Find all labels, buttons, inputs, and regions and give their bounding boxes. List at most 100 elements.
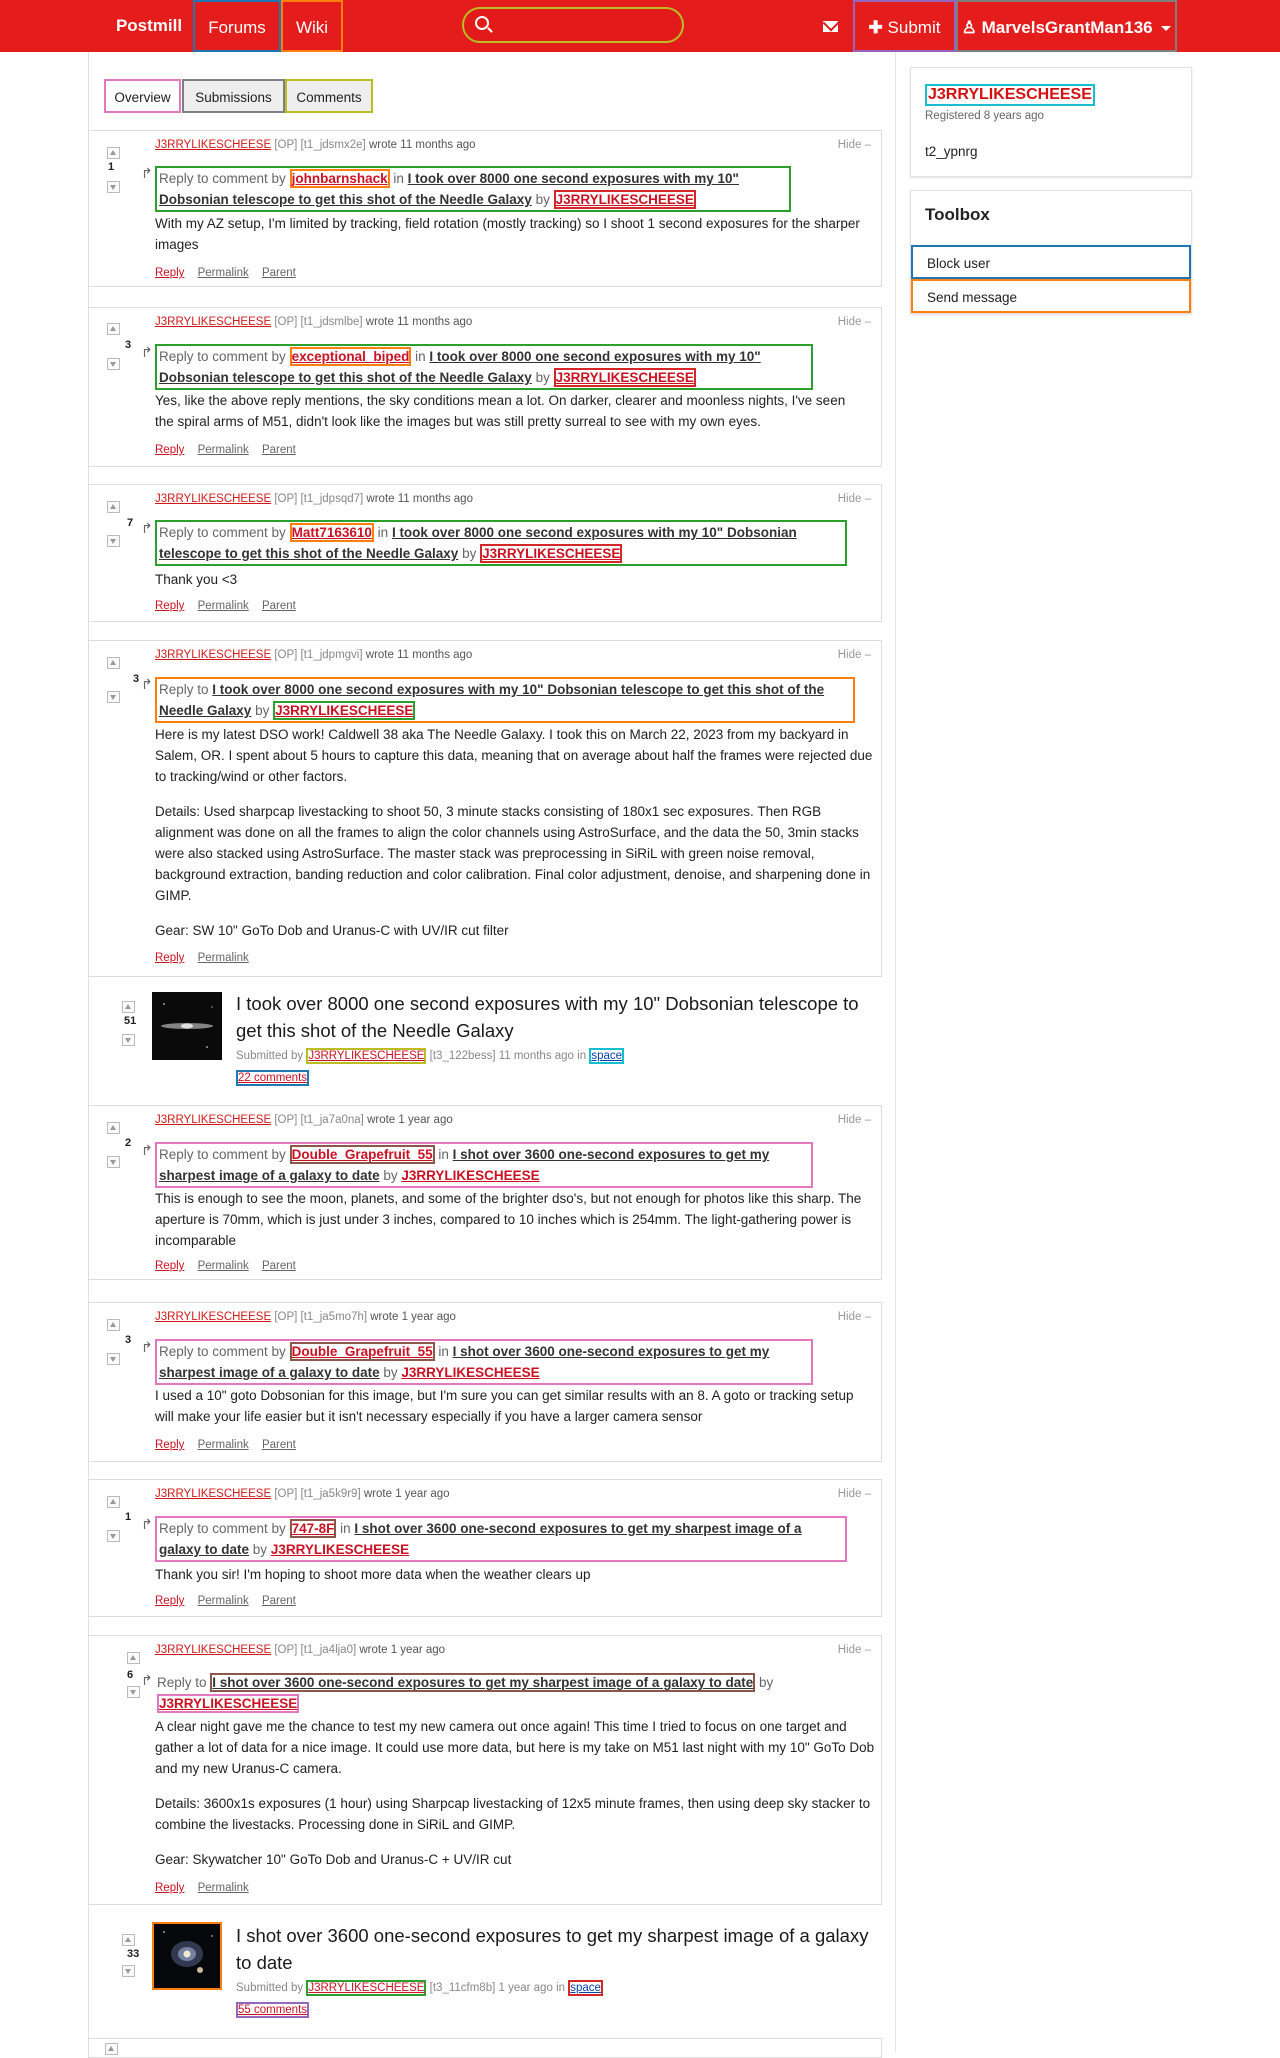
comment-author[interactable]: J3RRYLIKESCHEESE xyxy=(155,316,272,328)
reply-to-user[interactable]: Matt7163610 xyxy=(289,523,374,542)
brand-logo[interactable]: Postmill xyxy=(115,16,183,35)
post-author[interactable]: J3RRYLIKESCHEESE xyxy=(401,1365,540,1380)
post-author[interactable]: J3RRYLIKESCHEESE xyxy=(270,1542,410,1557)
hide-comment-link[interactable]: Hide – xyxy=(837,649,871,661)
permalink-link[interactable]: Permalink xyxy=(197,1260,249,1272)
downvote-button[interactable] xyxy=(107,1353,120,1365)
post-author[interactable]: J3RRYLIKESCHEESE xyxy=(401,1168,540,1183)
post-author[interactable]: J3RRYLIKESCHEESE xyxy=(480,544,623,563)
post-author[interactable]: J3RRYLIKESCHEESE xyxy=(553,368,696,387)
reply-to-user[interactable]: 747-8F xyxy=(289,1519,337,1538)
downvote-button[interactable] xyxy=(122,1034,135,1046)
upvote-button[interactable] xyxy=(107,657,120,669)
reply-link[interactable]: Reply xyxy=(155,1595,185,1607)
reply-to-user[interactable]: johnbarnshack xyxy=(289,169,390,188)
reply-to-post[interactable]: I shot over 3600 one-second exposures to… xyxy=(159,1344,770,1380)
hide-comment-link[interactable]: Hide – xyxy=(837,1644,871,1656)
reply-to-post[interactable]: I shot over 3600 one-second exposures to… xyxy=(159,1521,802,1557)
reply-to-user[interactable]: exceptional_biped xyxy=(289,347,412,366)
upvote-button[interactable] xyxy=(107,1122,120,1134)
reply-link[interactable]: Reply xyxy=(155,1882,185,1894)
hide-comment-link[interactable]: Hide – xyxy=(837,1488,871,1500)
permalink-link[interactable]: Permalink xyxy=(197,952,249,964)
hide-comment-link[interactable]: Hide – xyxy=(837,493,871,505)
parent-link[interactable]: Parent xyxy=(261,1439,296,1451)
comment-author[interactable]: J3RRYLIKESCHEESE xyxy=(155,649,272,661)
hide-comment-link[interactable]: Hide – xyxy=(837,1114,871,1126)
comment-author[interactable]: J3RRYLIKESCHEESE xyxy=(155,1114,272,1126)
post-author[interactable]: J3RRYLIKESCHEESE xyxy=(553,190,696,209)
reply-to-user[interactable]: Double_Grapefruit_55 xyxy=(289,1342,435,1361)
post-author[interactable]: J3RRYLIKESCHEESE xyxy=(273,701,416,720)
upvote-button[interactable] xyxy=(107,1319,120,1331)
nav-forums-link[interactable]: Forums xyxy=(193,0,281,52)
downvote-button[interactable] xyxy=(107,181,120,193)
reply-link[interactable]: Reply xyxy=(155,1260,185,1272)
forum-link[interactable]: space xyxy=(568,1980,603,1996)
tab-comments[interactable]: Comments xyxy=(285,79,373,113)
comment-author[interactable]: J3RRYLIKESCHEESE xyxy=(155,1488,272,1500)
parent-link[interactable]: Parent xyxy=(261,444,296,456)
nav-wiki-link[interactable]: Wiki xyxy=(281,0,343,52)
downvote-button[interactable] xyxy=(107,1156,120,1168)
reply-link[interactable]: Reply xyxy=(155,600,185,612)
reply-to-post[interactable]: I took over 8000 one second exposures wi… xyxy=(159,171,739,207)
forum-link[interactable]: space xyxy=(589,1048,624,1064)
submission-title[interactable]: I took over 8000 one second exposures wi… xyxy=(236,993,859,1041)
messages-button[interactable] xyxy=(808,0,853,52)
upvote-button[interactable] xyxy=(107,147,120,159)
upvote-button[interactable] xyxy=(107,501,120,513)
reply-link[interactable]: Reply xyxy=(155,1439,185,1451)
comment-author[interactable]: J3RRYLIKESCHEESE xyxy=(155,139,272,151)
hide-comment-link[interactable]: Hide – xyxy=(837,316,871,328)
permalink-link[interactable]: Permalink xyxy=(197,267,249,279)
submission-thumbnail[interactable] xyxy=(152,992,222,1060)
upvote-button[interactable] xyxy=(105,2043,118,2055)
submission-title[interactable]: I shot over 3600 one-second exposures to… xyxy=(236,1925,869,1973)
downvote-button[interactable] xyxy=(107,1530,120,1542)
post-author[interactable]: J3RRYLIKESCHEESE xyxy=(157,1694,300,1713)
parent-link[interactable]: Parent xyxy=(261,267,296,279)
upvote-button[interactable] xyxy=(122,1001,135,1013)
tab-submissions[interactable]: Submissions xyxy=(182,79,285,113)
hide-comment-link[interactable]: Hide – xyxy=(837,139,871,151)
block-user-button[interactable]: Block user xyxy=(911,245,1191,279)
comment-author[interactable]: J3RRYLIKESCHEESE xyxy=(155,1644,272,1656)
permalink-link[interactable]: Permalink xyxy=(197,600,249,612)
permalink-link[interactable]: Permalink xyxy=(197,444,249,456)
search-input[interactable] xyxy=(496,12,680,40)
upvote-button[interactable] xyxy=(107,323,120,335)
submission-author[interactable]: J3RRYLIKESCHEESE xyxy=(306,1048,427,1064)
permalink-link[interactable]: Permalink xyxy=(197,1882,249,1894)
downvote-button[interactable] xyxy=(107,358,120,370)
reply-link[interactable]: Reply xyxy=(155,444,185,456)
permalink-link[interactable]: Permalink xyxy=(197,1439,249,1451)
tab-overview[interactable]: Overview xyxy=(104,79,181,113)
user-menu[interactable]: ♙ MarvelsGrantMan136 xyxy=(956,0,1177,52)
parent-link[interactable]: Parent xyxy=(261,1260,296,1272)
comment-author[interactable]: J3RRYLIKESCHEESE xyxy=(155,1311,272,1323)
parent-link[interactable]: Parent xyxy=(261,1595,296,1607)
search-box[interactable] xyxy=(462,7,684,43)
downvote-button[interactable] xyxy=(107,691,120,703)
reply-to-post[interactable]: I shot over 3600 one-second exposures to… xyxy=(210,1673,756,1692)
reply-to-user[interactable]: Double_Grapefruit_55 xyxy=(289,1145,435,1164)
hide-comment-link[interactable]: Hide – xyxy=(837,1311,871,1323)
send-message-button[interactable]: Send message xyxy=(911,279,1191,313)
comment-author[interactable]: J3RRYLIKESCHEESE xyxy=(155,493,272,505)
upvote-button[interactable] xyxy=(107,1496,120,1508)
comments-link[interactable]: 55 comments xyxy=(236,2002,310,2018)
reply-to-post[interactable]: I took over 8000 one second exposures wi… xyxy=(159,682,825,718)
submission-thumbnail[interactable] xyxy=(152,1922,222,1990)
downvote-button[interactable] xyxy=(122,1965,135,1977)
submit-button[interactable]: ✚ Submit xyxy=(853,0,956,52)
downvote-button[interactable] xyxy=(127,1686,140,1698)
upvote-button[interactable] xyxy=(122,1934,135,1946)
parent-link[interactable]: Parent xyxy=(261,600,296,612)
downvote-button[interactable] xyxy=(107,535,120,547)
reply-link[interactable]: Reply xyxy=(155,952,185,964)
reply-to-post[interactable]: I shot over 3600 one-second exposures to… xyxy=(159,1147,770,1183)
permalink-link[interactable]: Permalink xyxy=(197,1595,249,1607)
sidebar-username[interactable]: J3RRYLIKESCHEESE xyxy=(925,84,1095,106)
reply-to-post[interactable]: I took over 8000 one second exposures wi… xyxy=(159,525,797,561)
